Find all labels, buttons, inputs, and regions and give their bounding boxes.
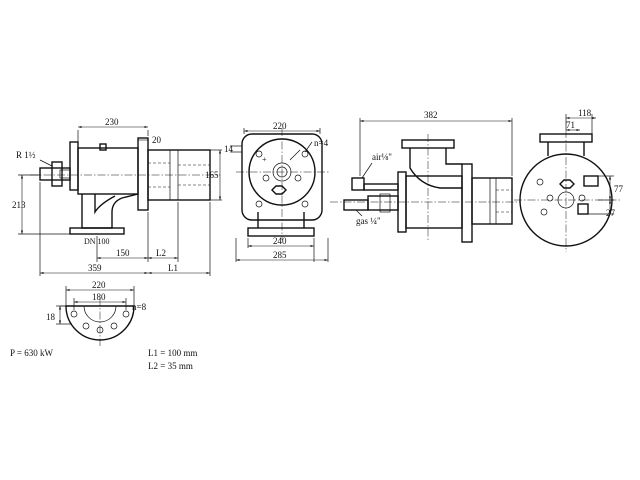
side-valve <box>51 161 63 187</box>
front-view: + 220 n=4 14 240 285 <box>224 121 330 262</box>
dim-side-213: 213 <box>12 200 26 210</box>
top-view: 382 air⅛" gas ¼" <box>330 110 520 243</box>
dim-side-150: 150 <box>116 248 130 258</box>
gas-valve <box>343 199 369 211</box>
svg-text:+: + <box>262 155 267 164</box>
dim-side-l1: L1 <box>168 263 178 273</box>
air-valve <box>351 177 365 191</box>
top-front-flange <box>461 163 473 243</box>
l1-note: L1 = 100 mm <box>148 348 197 358</box>
dim-front-240: 240 <box>273 236 287 246</box>
dim-side-359: 359 <box>88 263 102 273</box>
side-front-flange <box>137 137 149 211</box>
power-note: P = 630 kW <box>10 348 53 358</box>
dim-flange-180: 180 <box>92 292 106 302</box>
front-base <box>247 227 315 237</box>
dim-flange-holes: n=8 <box>132 302 147 312</box>
dim-end-71: 71 <box>566 120 575 130</box>
air-connection-label: air⅛" <box>372 152 392 162</box>
dim-flange-18: 18 <box>46 312 56 322</box>
side-rear-flange <box>69 141 79 191</box>
dim-front-285: 285 <box>273 250 287 260</box>
l2-note: L2 = 35 mm <box>148 361 193 371</box>
dim-top-382: 382 <box>424 110 438 120</box>
side-inlet-elbow <box>81 193 139 229</box>
gas-connection-label: gas ¼" <box>356 216 381 226</box>
dim-flange-220: 220 <box>92 280 106 290</box>
dim-front-14: 14 <box>224 144 234 154</box>
dim-end-27: 27 <box>606 208 616 218</box>
side-body <box>77 147 139 195</box>
pipe-thread-label: R 1½ <box>16 150 36 160</box>
notes: P = 630 kW L1 = 100 mm L2 = 35 mm <box>10 348 197 371</box>
dim-end-118: 118 <box>578 108 592 118</box>
dim-side-230: 230 <box>105 117 119 127</box>
dim-side-l2: L2 <box>156 248 166 258</box>
side-view: 230 20 165 213 R 1½ DN 100 150 L2 359 L1 <box>12 117 222 276</box>
dim-front-holes: n=4 <box>314 138 329 148</box>
top-burner-tube <box>471 177 513 225</box>
dim-side-165: 165 <box>205 170 219 180</box>
dim-end-77: 77 <box>614 184 624 194</box>
dim-side-20: 20 <box>152 135 162 145</box>
flange-outer <box>65 305 135 341</box>
side-inlet-flange <box>69 227 125 235</box>
end-view: 118 71 77 27 <box>514 108 624 252</box>
flange-view: 220 180 n=8 18 <box>46 280 147 346</box>
dim-front-220: 220 <box>273 121 287 131</box>
